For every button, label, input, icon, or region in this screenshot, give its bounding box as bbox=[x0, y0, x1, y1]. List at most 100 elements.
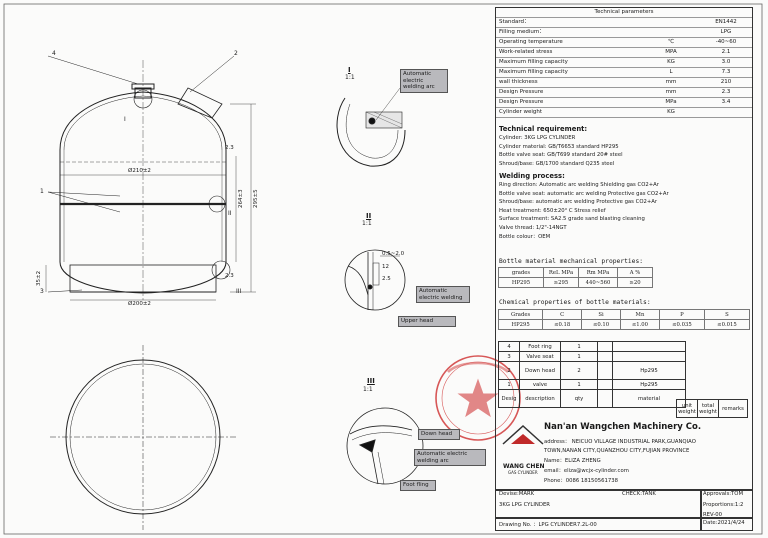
tech-param-value bbox=[701, 108, 751, 117]
leader-3: 3 bbox=[40, 288, 44, 295]
titleblock-vline bbox=[700, 489, 702, 531]
company-name: Nan'an Wangchen Machinery Co. bbox=[544, 422, 702, 432]
chem-data-row: HP295 ≤0.18 ≤0.10 ≤1.00 ≤0.035 ≤0.015 bbox=[497, 319, 751, 330]
tech-param-value: EN1442 bbox=[715, 19, 737, 25]
requirement-line: Ring direction: Automatic arc welding Sh… bbox=[499, 182, 659, 188]
dim-295: 295±5 bbox=[253, 189, 259, 208]
requirements-title: Technical requirement: bbox=[499, 125, 588, 133]
mech-h-1: ReL MPa bbox=[543, 267, 579, 278]
tech-params-title: Technical parameters bbox=[496, 8, 752, 18]
cylinder-elevation bbox=[45, 55, 256, 301]
parts-head-material: material bbox=[612, 389, 686, 408]
chem-v-1: ≤0.18 bbox=[542, 319, 583, 330]
chem-h-1: C bbox=[542, 309, 583, 320]
dim-wall-top: 2.3 bbox=[225, 145, 234, 151]
tech-param-value: -40~60 bbox=[715, 39, 737, 45]
mech-v-1: ≥295 bbox=[543, 277, 579, 288]
chem-v-3: ≤1.00 bbox=[620, 319, 660, 330]
parts-header-row: Desig description qty material bbox=[498, 389, 686, 408]
part-blank bbox=[597, 351, 613, 362]
mark-II: II bbox=[228, 210, 232, 217]
tech-param-value: LPG bbox=[720, 29, 732, 35]
section-III-detail bbox=[346, 407, 424, 485]
section-II-dim-2: 12 bbox=[382, 264, 389, 270]
part-material bbox=[612, 351, 686, 362]
part-desc: valve bbox=[519, 379, 561, 390]
upper-head-callout: Upper head bbox=[398, 316, 456, 327]
section-II-dim-3: 2.5 bbox=[382, 276, 391, 282]
tech-param-row: Filling medium：LPG bbox=[496, 28, 752, 38]
dim-bottom-diameter: Ø200±2 bbox=[128, 301, 151, 307]
tech-param-value: 2.3 bbox=[721, 89, 731, 95]
part-qty: 2 bbox=[560, 361, 598, 380]
parts-table: 4 Foot ring 1 3 Valve seat 1 2 Down head… bbox=[498, 341, 686, 408]
tech-param-value: 3.4 bbox=[721, 99, 731, 105]
mech-table: grades ReL MPa Rm MPa A % HP295 ≥295 440… bbox=[498, 267, 653, 288]
chem-v-5: ≤0.015 bbox=[703, 319, 751, 330]
part-blank bbox=[597, 361, 613, 380]
section-I-scale: 1:1 bbox=[345, 74, 355, 81]
section-II-dim-1: 0.5~2.0 bbox=[382, 251, 405, 257]
tech-param-unit bbox=[646, 28, 696, 37]
mech-v-0: HP295 bbox=[498, 277, 544, 288]
requirement-line: Bottle colour：OEM bbox=[499, 233, 551, 240]
section-II-scale: 1:1 bbox=[362, 220, 372, 227]
revision: REV-00 bbox=[703, 512, 722, 518]
company-address-1: address： NEICUO VILLAGE INDUSTRIAL PARK,… bbox=[544, 439, 696, 445]
parts-head-qty: qty bbox=[560, 389, 598, 408]
part-no: 4 bbox=[498, 341, 520, 352]
tech-param-row: Operating temperature℃-40~60 bbox=[496, 38, 752, 48]
section-III-scale: 1:1 bbox=[363, 386, 373, 393]
parts-head-blank bbox=[597, 389, 613, 408]
leader-2: 2 bbox=[234, 50, 238, 57]
chem-head-row: Grades C Si Mn P S bbox=[497, 309, 751, 320]
chem-h-4: P bbox=[658, 309, 705, 320]
part-qty: 1 bbox=[560, 379, 598, 390]
company-contact: Name：ELIZA ZHENG bbox=[544, 458, 601, 464]
tech-param-name: wall thickness bbox=[499, 79, 538, 85]
chem-title: Chemical properties of bottle materials: bbox=[499, 299, 651, 306]
dim-top-diameter: Ø210±2 bbox=[128, 168, 151, 174]
part-blank bbox=[597, 379, 613, 390]
parts-head-desc: description bbox=[519, 389, 561, 408]
part-material: Hp295 bbox=[612, 379, 686, 390]
devise: Devise:MARK bbox=[499, 491, 535, 497]
part-qty: 1 bbox=[560, 351, 598, 362]
tech-param-value: 210 bbox=[720, 79, 732, 85]
section-III-title: III bbox=[367, 377, 375, 385]
tech-param-name: Operating temperature bbox=[499, 39, 563, 45]
chem-h-5: S bbox=[703, 309, 751, 320]
parts-head-total: total weight bbox=[697, 399, 719, 418]
company-logo bbox=[502, 424, 544, 445]
dim-264: 264±3 bbox=[238, 189, 244, 208]
tech-param-value: 3.0 bbox=[721, 59, 731, 65]
dim-wall-bottom: 2.3 bbox=[225, 273, 234, 279]
chem-h-3: Mn bbox=[620, 309, 660, 320]
parts-row: 1 valve 1 Hp295 bbox=[498, 379, 686, 390]
tech-param-name: Design Pressure bbox=[499, 99, 544, 105]
part-no: 1 bbox=[498, 379, 520, 390]
mech-title: Bottle material mechanical properties: bbox=[499, 258, 644, 265]
leader-1: 1 bbox=[40, 188, 44, 195]
down-head-callout: Down head bbox=[418, 429, 460, 440]
titleblock-divider bbox=[496, 489, 752, 491]
mech-v-3: ≥20 bbox=[617, 277, 653, 288]
company-phone: Phone：0086 18150561738 bbox=[544, 478, 618, 484]
drawing-number: Drawing No. ：LPG CYLINDER7.2L-00 bbox=[499, 522, 597, 528]
mech-head-row: grades ReL MPa Rm MPa A % bbox=[498, 267, 653, 278]
section-II-title: II bbox=[366, 212, 372, 220]
section-II-detail bbox=[344, 249, 406, 311]
logo-text: WANG CHEN bbox=[503, 463, 545, 470]
requirement-line: Shroud/base: GB/1700 standard Q235 steel bbox=[499, 160, 615, 167]
tech-param-name: Standard： bbox=[499, 19, 530, 25]
chem-h-0: Grades bbox=[497, 309, 544, 320]
requirement-line: Shroud/base: automatic arc welding Prote… bbox=[499, 199, 658, 206]
part-material bbox=[612, 341, 686, 352]
tech-param-unit bbox=[646, 18, 696, 27]
